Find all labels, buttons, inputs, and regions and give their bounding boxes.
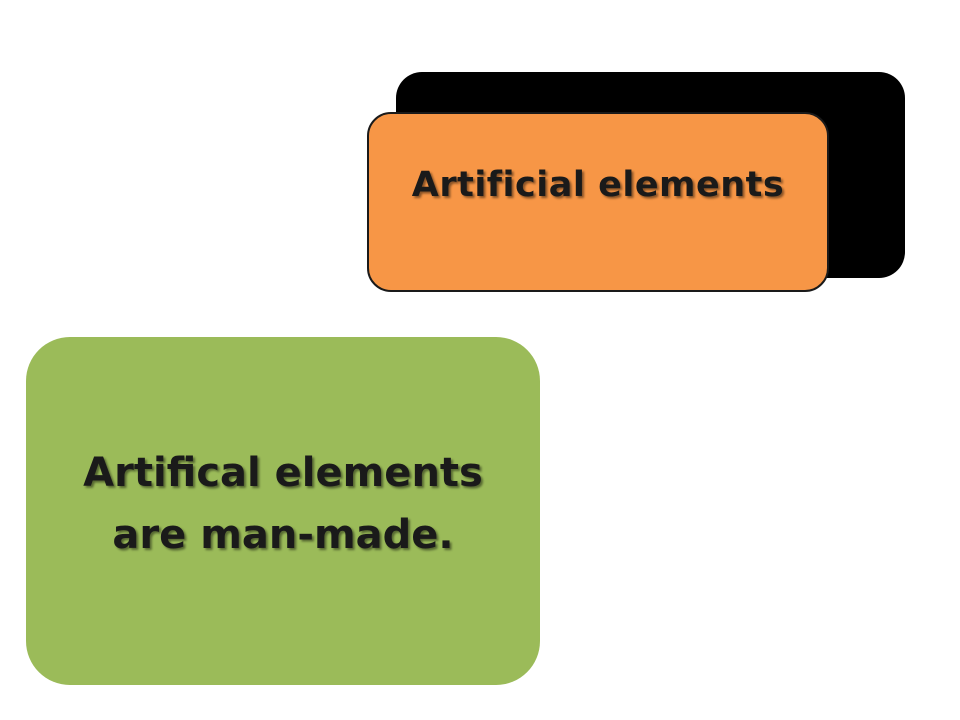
description-line-1: Artifical elements bbox=[83, 450, 483, 496]
title-label: Artificial elements bbox=[411, 165, 785, 205]
description-line-2: are man-made. bbox=[112, 512, 454, 558]
description-text: Artifical elements are man-made. bbox=[83, 442, 483, 566]
title-box: Artificial elements bbox=[367, 112, 829, 292]
description-box: Artifical elements are man-made. bbox=[26, 337, 540, 685]
